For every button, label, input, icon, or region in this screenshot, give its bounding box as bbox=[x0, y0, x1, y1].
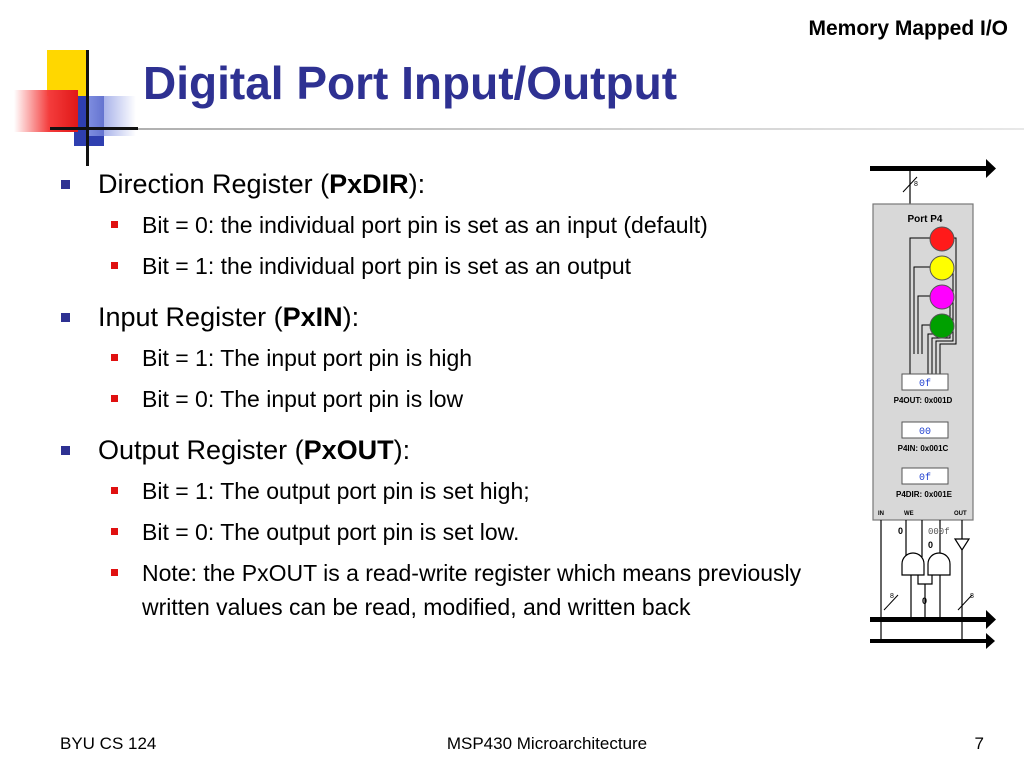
section-label: Memory Mapped I/O bbox=[808, 17, 1008, 40]
sub-bullet: Bit = 0: the individual port pin is set … bbox=[104, 208, 850, 242]
p4out-register bbox=[901, 373, 949, 391]
bus-left-slash bbox=[883, 594, 899, 611]
signal-we-label: WE bbox=[904, 511, 914, 517]
bullet-keyword: PxOUT bbox=[303, 435, 394, 465]
signal-in-label: IN bbox=[878, 511, 884, 517]
page-number: 7 bbox=[974, 734, 984, 753]
bullet-keyword: PxDIR bbox=[329, 169, 409, 199]
bullet-group-pxout: Output Register (PxOUT): Bit = 1: The ou… bbox=[60, 432, 850, 624]
bus-width-label: 8 bbox=[914, 181, 918, 188]
sub-bullet: Bit = 0: The output port pin is set low. bbox=[104, 515, 850, 549]
p4dir-register bbox=[901, 467, 949, 485]
port-label: Port P4 bbox=[907, 214, 942, 225]
footer-topic: MSP430 Microarchitecture bbox=[446, 734, 648, 753]
slide-title: Digital Port Input/Output bbox=[143, 57, 678, 109]
bullet-pxout: Output Register (PxOUT): bbox=[60, 432, 850, 468]
led-yellow-icon bbox=[929, 255, 955, 281]
top-bus-arrow bbox=[986, 159, 996, 178]
p4out-label: P4OUT: 0x001D bbox=[894, 396, 953, 405]
value-right: 000f bbox=[928, 527, 950, 537]
and-gate-left-icon bbox=[901, 552, 925, 576]
bullet-pxin: Input Register (PxIN): bbox=[60, 299, 850, 335]
bottom-bus-upper-arrow bbox=[986, 610, 996, 629]
logo-vertical-line bbox=[86, 50, 89, 166]
logo-red-square bbox=[14, 90, 78, 132]
bottom-bus-upper bbox=[870, 617, 988, 622]
bullet-keyword: PxIN bbox=[282, 302, 343, 332]
sub-bullet: Bit = 1: The input port pin is high bbox=[104, 341, 850, 375]
bullet-text: ): bbox=[393, 435, 411, 465]
output-buffer-icon bbox=[953, 538, 971, 552]
logo-fade-square bbox=[88, 96, 136, 136]
bus-width-slash bbox=[902, 176, 918, 193]
led-magenta-icon bbox=[929, 284, 955, 310]
bus-left-width: 8 bbox=[890, 593, 894, 600]
sub-bullet: Bit = 0: The input port pin is low bbox=[104, 382, 850, 416]
led-green-icon bbox=[929, 313, 955, 339]
sub-bullet: Bit = 1: The output port pin is set high… bbox=[104, 474, 850, 508]
led-red-icon bbox=[929, 226, 955, 252]
top-bus bbox=[870, 166, 988, 171]
bullet-group-pxdir: Direction Register (PxDIR): Bit = 0: the… bbox=[60, 166, 850, 283]
p4dir-label: P4DIR: 0x001E bbox=[896, 490, 953, 499]
bullet-pxdir: Direction Register (PxDIR): bbox=[60, 166, 850, 202]
title-underline bbox=[138, 128, 1024, 130]
port-p4-diagram: 8 Port P4 0f P4OUT: 0x001D 00 P4IN: 0x00… bbox=[870, 159, 996, 649]
bullet-list: Direction Register (PxDIR): Bit = 0: the… bbox=[60, 166, 850, 640]
p4in-register bbox=[901, 421, 949, 439]
bus-right-slash bbox=[957, 594, 973, 611]
bullet-text: Direction Register ( bbox=[98, 169, 330, 199]
sub-bullet: Note: the PxOUT is a read-write register… bbox=[104, 556, 850, 624]
p4dir-value: 0f bbox=[919, 472, 931, 484]
value-left: 0 bbox=[898, 526, 903, 536]
bullet-text: ): bbox=[342, 302, 360, 332]
p4in-value: 00 bbox=[919, 427, 931, 438]
p4in-label: P4IN: 0x001C bbox=[898, 444, 949, 453]
signal-out-label: OUT bbox=[954, 511, 967, 517]
footer-course: BYU CS 124 bbox=[60, 734, 157, 753]
bullet-group-pxin: Input Register (PxIN): Bit = 1: The inpu… bbox=[60, 299, 850, 416]
bottom-bus-lower bbox=[870, 639, 988, 643]
bullet-text: ): bbox=[408, 169, 426, 199]
value-bottom: 0 bbox=[922, 596, 927, 606]
p4out-value: 0f bbox=[919, 378, 931, 390]
and-gate-right-icon bbox=[927, 552, 951, 576]
bottom-bus-lower-arrow bbox=[986, 633, 995, 649]
logo-horizontal-line bbox=[50, 127, 138, 130]
bullet-text: Input Register ( bbox=[98, 302, 283, 332]
control-wires bbox=[880, 520, 963, 642]
value-mid: 0 bbox=[928, 540, 933, 550]
logo-yellow-square bbox=[47, 50, 89, 96]
sub-bullet: Bit = 1: the individual port pin is set … bbox=[104, 249, 850, 283]
bullet-text: Output Register ( bbox=[98, 435, 304, 465]
bus-right-width: 8 bbox=[970, 593, 974, 600]
